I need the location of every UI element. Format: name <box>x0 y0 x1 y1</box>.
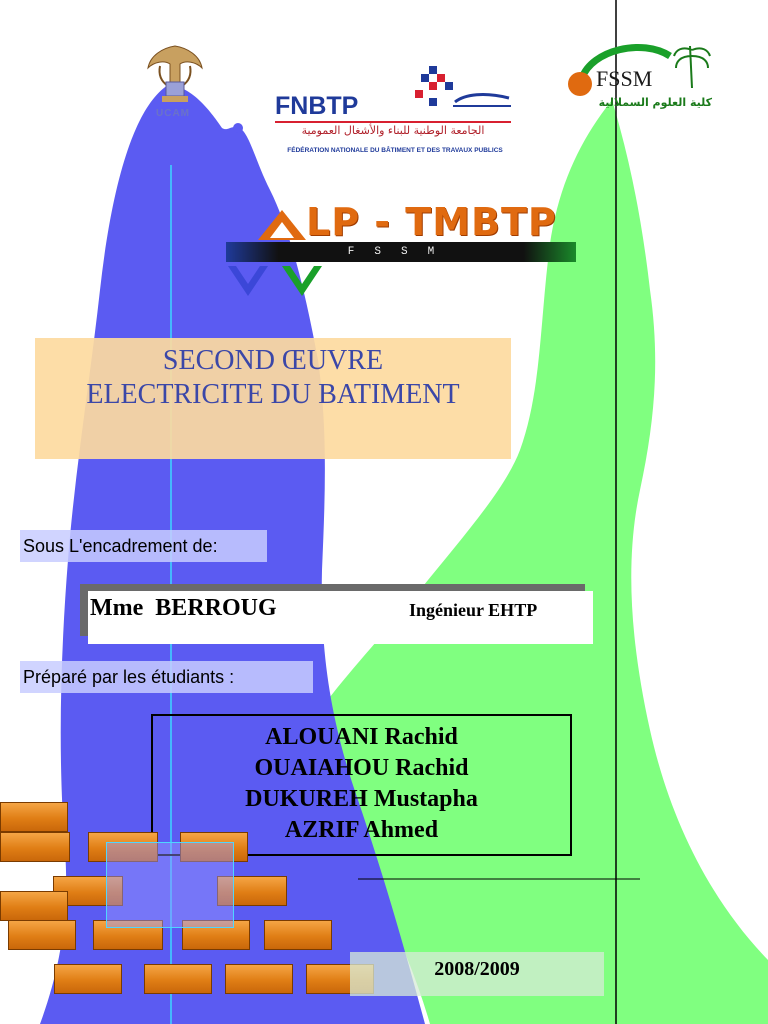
fssm-title: FSSM <box>596 66 653 91</box>
title-line-1: SECOND ŒUVRE <box>162 345 384 376</box>
supervision-label: Sous L'encadrement de: <box>20 530 267 562</box>
program-chevrons-icon <box>228 266 322 296</box>
fssm-arabic-name: كلية العلوم السملالية <box>598 96 712 109</box>
students-label: Préparé par les étudiants : <box>20 661 313 693</box>
fnbtp-logo: FNBTP الجامعة الوطنية للبناء والأشغال ال… <box>265 58 520 160</box>
title-line-2: ELECTRICITE DU BATIMENT <box>86 379 460 410</box>
student-name: DUKUREH Mustapha <box>245 786 478 812</box>
fnbtp-arabic-name: الجامعة الوطنية للبناء والأشغال العمومية <box>301 124 485 137</box>
ucam-label: UCAM <box>156 108 190 119</box>
ucam-logo: UCAM <box>140 42 210 124</box>
ucam-emblem-icon <box>147 45 203 102</box>
students-box: ALOUANI Rachid OUAIAHOU Rachid DUKUREH M… <box>151 714 572 856</box>
blue-blob <box>233 123 243 133</box>
fssm-logo: FSSM كلية العلوم السملالية <box>562 38 712 118</box>
student-name: OUAIAHOU Rachid <box>254 755 469 781</box>
student-name: ALOUANI Rachid <box>265 724 458 750</box>
student-name: AZRIF Ahmed <box>284 817 439 843</box>
document-title-block: SECOND ŒUVRE ELECTRICITE DU BATIMENT <box>35 338 511 459</box>
program-banner: FSSM <box>226 242 576 262</box>
supervisor-box: Mme BERROUG Ingénieur EHTP <box>88 591 593 644</box>
fnbtp-mark-icon <box>415 66 511 107</box>
year-box: 2008/2009 <box>350 952 604 996</box>
fnbtp-french-name: FÉDÉRATION NATIONALE DU BÂTIMENT ET DES … <box>287 147 503 154</box>
program-subtitle: FSSM <box>347 246 455 258</box>
program-logo: LP - TMBTP <box>226 200 578 304</box>
program-title: LP - TMBTP <box>306 200 557 244</box>
green-shape <box>300 100 768 1024</box>
academic-year: 2008/2009 <box>434 958 520 980</box>
supervisor-role: Ingénieur EHTP <box>409 600 538 620</box>
program-triangle-icon <box>258 210 306 240</box>
supervisor-name: Mme BERROUG <box>90 595 277 621</box>
fnbtp-title: FNBTP <box>275 92 359 120</box>
fssm-emblem-icon <box>568 44 711 96</box>
